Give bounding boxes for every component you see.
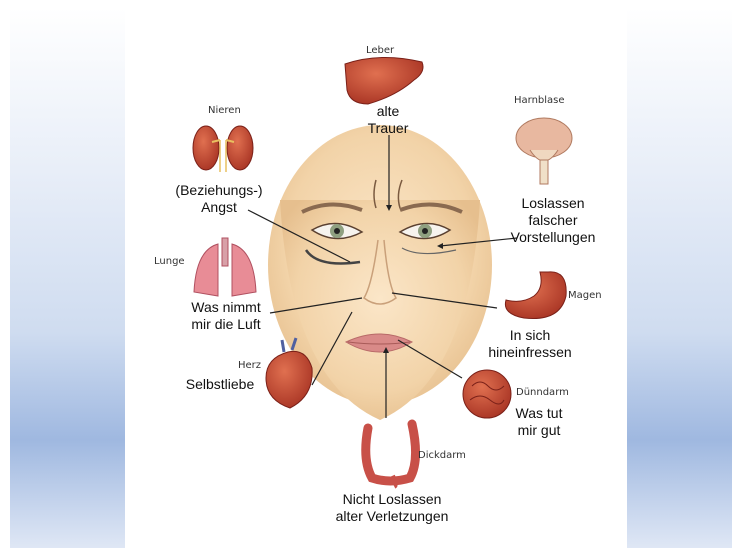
organ-label-leber: Leber: [366, 45, 395, 56]
message-lunge-line-2: mir die Luft: [178, 316, 274, 333]
organ-label-lunge: Lunge: [154, 256, 185, 267]
message-harnblase-line-3: Vorstellungen: [496, 229, 610, 246]
message-nieren: (Beziehungs-) Angst: [164, 182, 274, 216]
kidneys-icon: [193, 126, 253, 172]
message-duenndarm-line-1: Was tut: [504, 405, 574, 422]
organ-label-herz: Herz: [238, 360, 261, 371]
message-herz-line-1: Selbstliebe: [176, 376, 264, 393]
bladder-icon: [516, 118, 572, 184]
large-intestine-icon: [366, 424, 416, 486]
organ-label-nieren: Nieren: [208, 105, 241, 116]
message-harnblase: Loslassen falscher Vorstellungen: [496, 195, 610, 246]
organ-label-harnblase: Harnblase: [514, 95, 565, 106]
liver-icon: [345, 57, 423, 104]
message-duenndarm: Was tut mir gut: [504, 405, 574, 439]
message-leber: alte Trauer: [356, 103, 420, 137]
message-herz: Selbstliebe: [176, 376, 264, 393]
organ-label-duenndarm: Dünndarm: [516, 387, 569, 398]
message-magen: In sich hineinfressen: [480, 327, 580, 361]
message-dickdarm-line-1: Nicht Loslassen: [326, 491, 458, 508]
message-magen-line-2: hineinfressen: [480, 344, 580, 361]
message-harnblase-line-1: Loslassen: [496, 195, 610, 212]
message-dickdarm-line-2: alter Verletzungen: [326, 508, 458, 525]
message-nieren-line-2: Angst: [164, 199, 274, 216]
organ-label-magen: Magen: [568, 290, 602, 301]
message-harnblase-line-2: falscher: [496, 212, 610, 229]
message-dickdarm: Nicht Loslassen alter Verletzungen: [326, 491, 458, 525]
message-lunge-line-1: Was nimmt: [178, 299, 274, 316]
message-lunge: Was nimmt mir die Luft: [178, 299, 274, 333]
message-leber-line-2: Trauer: [356, 120, 420, 137]
message-nieren-line-1: (Beziehungs-): [164, 182, 274, 199]
message-magen-line-1: In sich: [480, 327, 580, 344]
stomach-icon: [505, 272, 566, 319]
organ-label-dickdarm: Dickdarm: [418, 450, 466, 461]
message-leber-line-1: alte: [356, 103, 420, 120]
lungs-icon: [194, 238, 256, 296]
message-duenndarm-line-2: mir gut: [504, 422, 574, 439]
